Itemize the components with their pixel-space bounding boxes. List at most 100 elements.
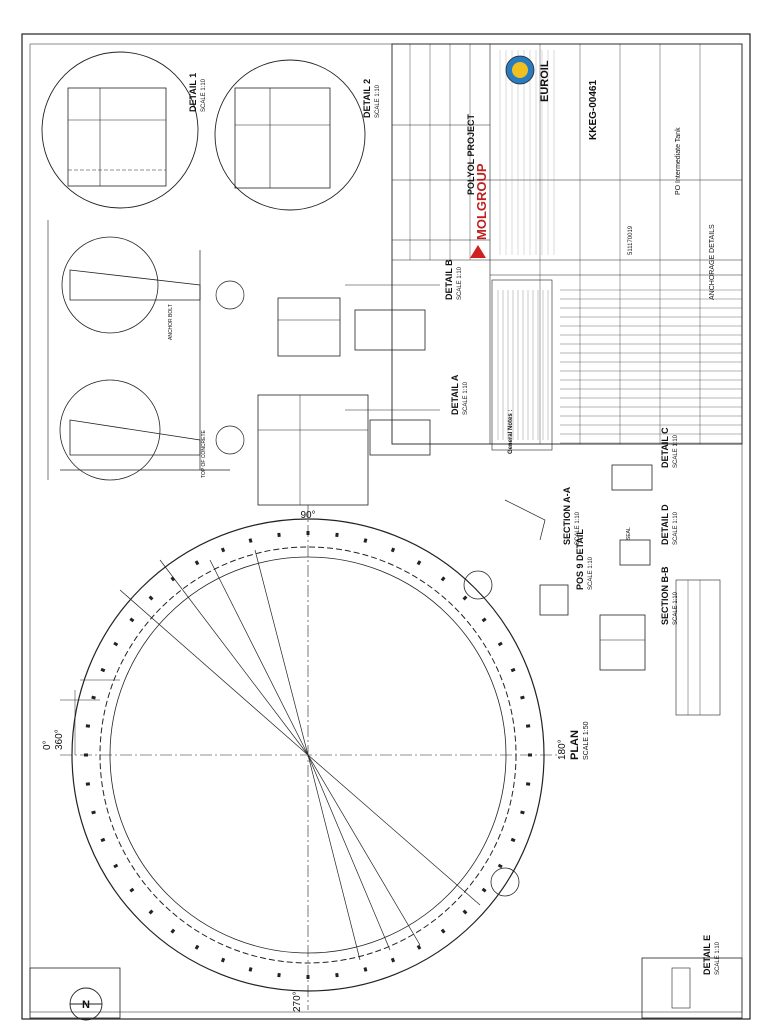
revision-table — [675, 579, 721, 716]
detail-d-label: DETAIL D — [660, 504, 670, 545]
sheet-inner-frame — [29, 43, 743, 1013]
detail-e-scale: SCALE 1:10 — [715, 941, 721, 975]
anchor-bolt-mark — [363, 967, 368, 972]
anchor-bolt-mark — [416, 560, 422, 566]
company-name: MOLGROUP — [474, 163, 489, 240]
site-reference: 511170019 — [628, 225, 634, 255]
anchor-bolt-mark — [170, 928, 176, 934]
anchor-bolt-mark — [277, 532, 281, 538]
detail-1-label: DETAIL 1 — [188, 73, 198, 112]
plan-angle-top: 90° — [300, 510, 315, 521]
anchor-bolt-mark — [510, 837, 516, 843]
anchor-bolt-mark — [248, 967, 253, 972]
section-a-a-label: SECTION A-A — [562, 486, 572, 545]
plan-radial — [254, 549, 309, 756]
anchor-bolt-callout: ANCHOR BOLT — [168, 304, 174, 340]
anchor-bolt-mark — [148, 595, 154, 601]
anchor-bolt-mark — [85, 782, 91, 786]
detail-c-label: DETAIL C — [660, 427, 670, 468]
plan-angle-180: 180° — [557, 739, 568, 760]
plan-angle-270: 270° — [292, 991, 303, 1012]
anchor-bolt-mark — [416, 944, 422, 950]
detail-c-scale: SCALE 1:10 — [673, 434, 679, 468]
anchor-bolt-mark — [363, 538, 368, 543]
plan-radial — [159, 559, 309, 756]
north-label: N — [82, 999, 90, 1011]
molgroup-logo-icon — [470, 245, 486, 258]
anchor-bolt-mark — [520, 695, 525, 700]
plan-radial — [307, 754, 391, 951]
section-b-b-label: SECTION B-B — [660, 566, 670, 625]
anchor-bolt-marks — [84, 531, 532, 979]
north-box — [29, 967, 121, 1021]
detail-1-view — [41, 51, 199, 209]
anchor-bolt-mark — [129, 617, 135, 623]
anchor-bolt-mark — [390, 547, 396, 553]
detail-2-scale: SCALE 1:10 — [375, 84, 381, 118]
title-block — [391, 43, 743, 445]
general-notes-block — [491, 279, 553, 451]
anchor-bolt-mark — [528, 753, 532, 757]
anchor-bolt-mark — [462, 909, 468, 915]
anchor-bolt-mark — [335, 532, 339, 538]
anchor-bolt-mark — [440, 928, 446, 934]
anchor-bolt-mark — [91, 810, 96, 815]
title-block-rows — [499, 50, 742, 444]
anchor-bolt-mark — [462, 595, 468, 601]
plan-detail-bubble — [463, 570, 493, 600]
anchor-bolt-mark — [194, 944, 200, 950]
anchor-bolt-mark — [277, 972, 281, 978]
pos-9-detail-scale: SCALE 1:10 — [588, 556, 594, 590]
plan-radial — [119, 589, 309, 756]
anchor-bolt-mark — [248, 538, 253, 543]
section-a-a-scale: SCALE 1:10 — [575, 511, 581, 545]
anchor-bolt-mark — [390, 957, 396, 963]
document-number: KKEG-00461 — [588, 80, 599, 140]
client-seal-inner — [512, 62, 528, 78]
anchor-bolt-mark — [525, 782, 531, 786]
detail-b-label: DETAIL B — [444, 259, 454, 300]
anchor-bolt-mark — [220, 547, 226, 553]
project-name: POLYOL PROJECT — [466, 113, 476, 195]
anchor-bolt-mark — [497, 641, 503, 647]
detail-1-scale: SCALE 1:10 — [201, 78, 207, 112]
anchor-bolt-mark — [220, 957, 226, 963]
detail-a-scale: SCALE 1:10 — [463, 381, 469, 415]
detail-a-b-views — [257, 284, 440, 506]
section-b-b-scale: SCALE 1:10 — [673, 591, 679, 625]
anchor-bolt-mark — [84, 753, 88, 757]
anchor-bolt-mark — [148, 909, 154, 915]
plan-label: PLAN — [569, 730, 581, 760]
plan-radial — [307, 754, 421, 946]
detail-a-label: DETAIL A — [450, 374, 460, 415]
section-details — [504, 464, 653, 671]
detail-e-label: DETAIL E — [702, 935, 712, 975]
anchor-bolt-mark — [100, 837, 106, 843]
detail-2-label: DETAIL 2 — [362, 79, 372, 118]
equipment-name: PO Intermediate Tank — [675, 127, 682, 195]
sheet-frame — [21, 33, 751, 1020]
anchor-bolt-mark — [481, 617, 487, 623]
anchor-bolt-mark — [335, 972, 339, 978]
anchor-bolt-mark — [481, 887, 487, 893]
plan-detail-bubble — [490, 867, 520, 897]
anchor-bolt-mark — [306, 531, 310, 535]
anchor-bolt-mark — [113, 863, 119, 869]
drawing-title: ANCHORAGE DETAILS — [709, 224, 716, 300]
anchor-bolt-mark — [497, 863, 503, 869]
plan-angle-360: 360° — [54, 729, 65, 750]
seal-callout: SEAL — [626, 527, 632, 540]
plan-radial — [307, 754, 361, 961]
pos-9-detail-label: POS 9 DETAIL — [575, 529, 585, 590]
plan-view — [60, 505, 560, 1010]
anchor-bolt-mark — [129, 887, 135, 893]
anchor-bolt-mark — [520, 810, 525, 815]
general-notes-title: General Notes : — [508, 410, 514, 454]
plan-radial — [209, 559, 309, 756]
top-of-concrete-callout: TOP OF CONCRETE — [201, 429, 207, 478]
anchor-bolt-mark — [525, 724, 531, 728]
anchor-bolt-mark — [85, 724, 91, 728]
anchor-bolt-mark — [170, 576, 176, 582]
detail-e-view — [641, 957, 743, 1019]
anchor-bolt-mark — [194, 560, 200, 566]
